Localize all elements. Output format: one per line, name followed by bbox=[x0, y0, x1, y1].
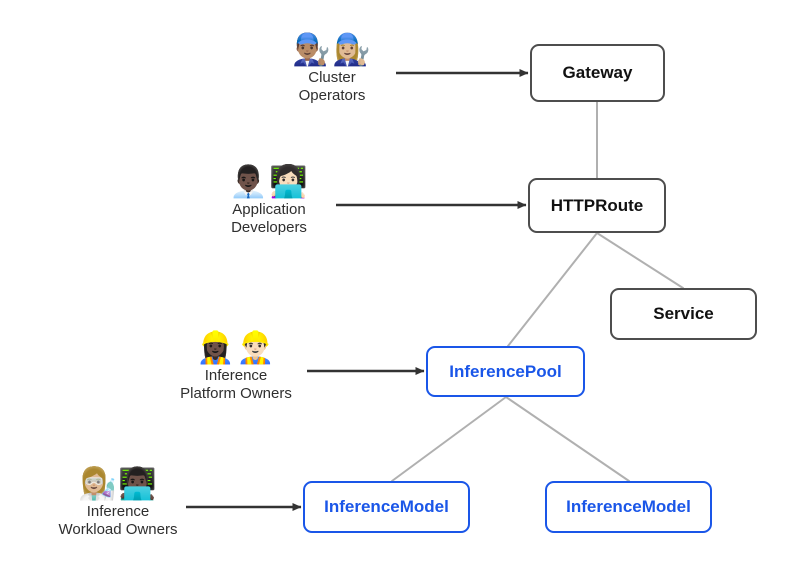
construction-workers-icon: 👷🏿‍♀️👷🏻‍♂️ bbox=[196, 330, 276, 365]
edge-httproute-inferencepool bbox=[507, 232, 598, 347]
scientist-technologist-icon: 👩🏼‍🔬👨🏿‍💻 bbox=[78, 466, 158, 501]
node-label: InferencePool bbox=[449, 361, 562, 381]
edge-httproute-service bbox=[596, 232, 684, 289]
node-service[interactable]: Service bbox=[610, 288, 757, 340]
persona-label: Application Developers bbox=[231, 201, 307, 236]
persona-inference-platform-owners: 👷🏿‍♀️👷🏻‍♂️ Inference Platform Owners bbox=[168, 330, 304, 402]
node-inferencemodel-right[interactable]: InferenceModel bbox=[545, 481, 712, 533]
node-inferencemodel-left[interactable]: InferenceModel bbox=[303, 481, 470, 533]
persona-label: Inference Platform Owners bbox=[180, 367, 292, 402]
persona-inference-workload-owners: 👩🏼‍🔬👨🏿‍💻 Inference Workload Owners bbox=[50, 466, 186, 538]
node-label: InferenceModel bbox=[566, 497, 691, 516]
node-gateway[interactable]: Gateway bbox=[530, 44, 665, 102]
mechanic-people-icon: 👨🏽‍🔧👩🏼‍🔧 bbox=[292, 32, 372, 67]
office-worker-technologist-icon: 👨🏿‍💼👩🏻‍💻 bbox=[229, 164, 309, 199]
node-httproute[interactable]: HTTPRoute bbox=[528, 178, 666, 233]
persona-label: Cluster Operators bbox=[298, 69, 366, 104]
edge-inferencepool-inferencemodel-right bbox=[505, 396, 630, 482]
node-label: InferenceModel bbox=[324, 497, 449, 516]
node-label: HTTPRoute bbox=[550, 195, 644, 215]
node-label: Service bbox=[653, 304, 714, 323]
persona-label: Inference Workload Owners bbox=[58, 503, 178, 538]
node-inferencepool[interactable]: InferencePool bbox=[426, 346, 585, 397]
persona-application-developers: 👨🏿‍💼👩🏻‍💻 Application Developers bbox=[205, 164, 333, 236]
node-label: Gateway bbox=[562, 63, 633, 82]
persona-cluster-operators: 👨🏽‍🔧👩🏼‍🔧 Cluster Operators bbox=[272, 32, 392, 104]
edge-inferencepool-inferencemodel-left bbox=[391, 396, 507, 482]
